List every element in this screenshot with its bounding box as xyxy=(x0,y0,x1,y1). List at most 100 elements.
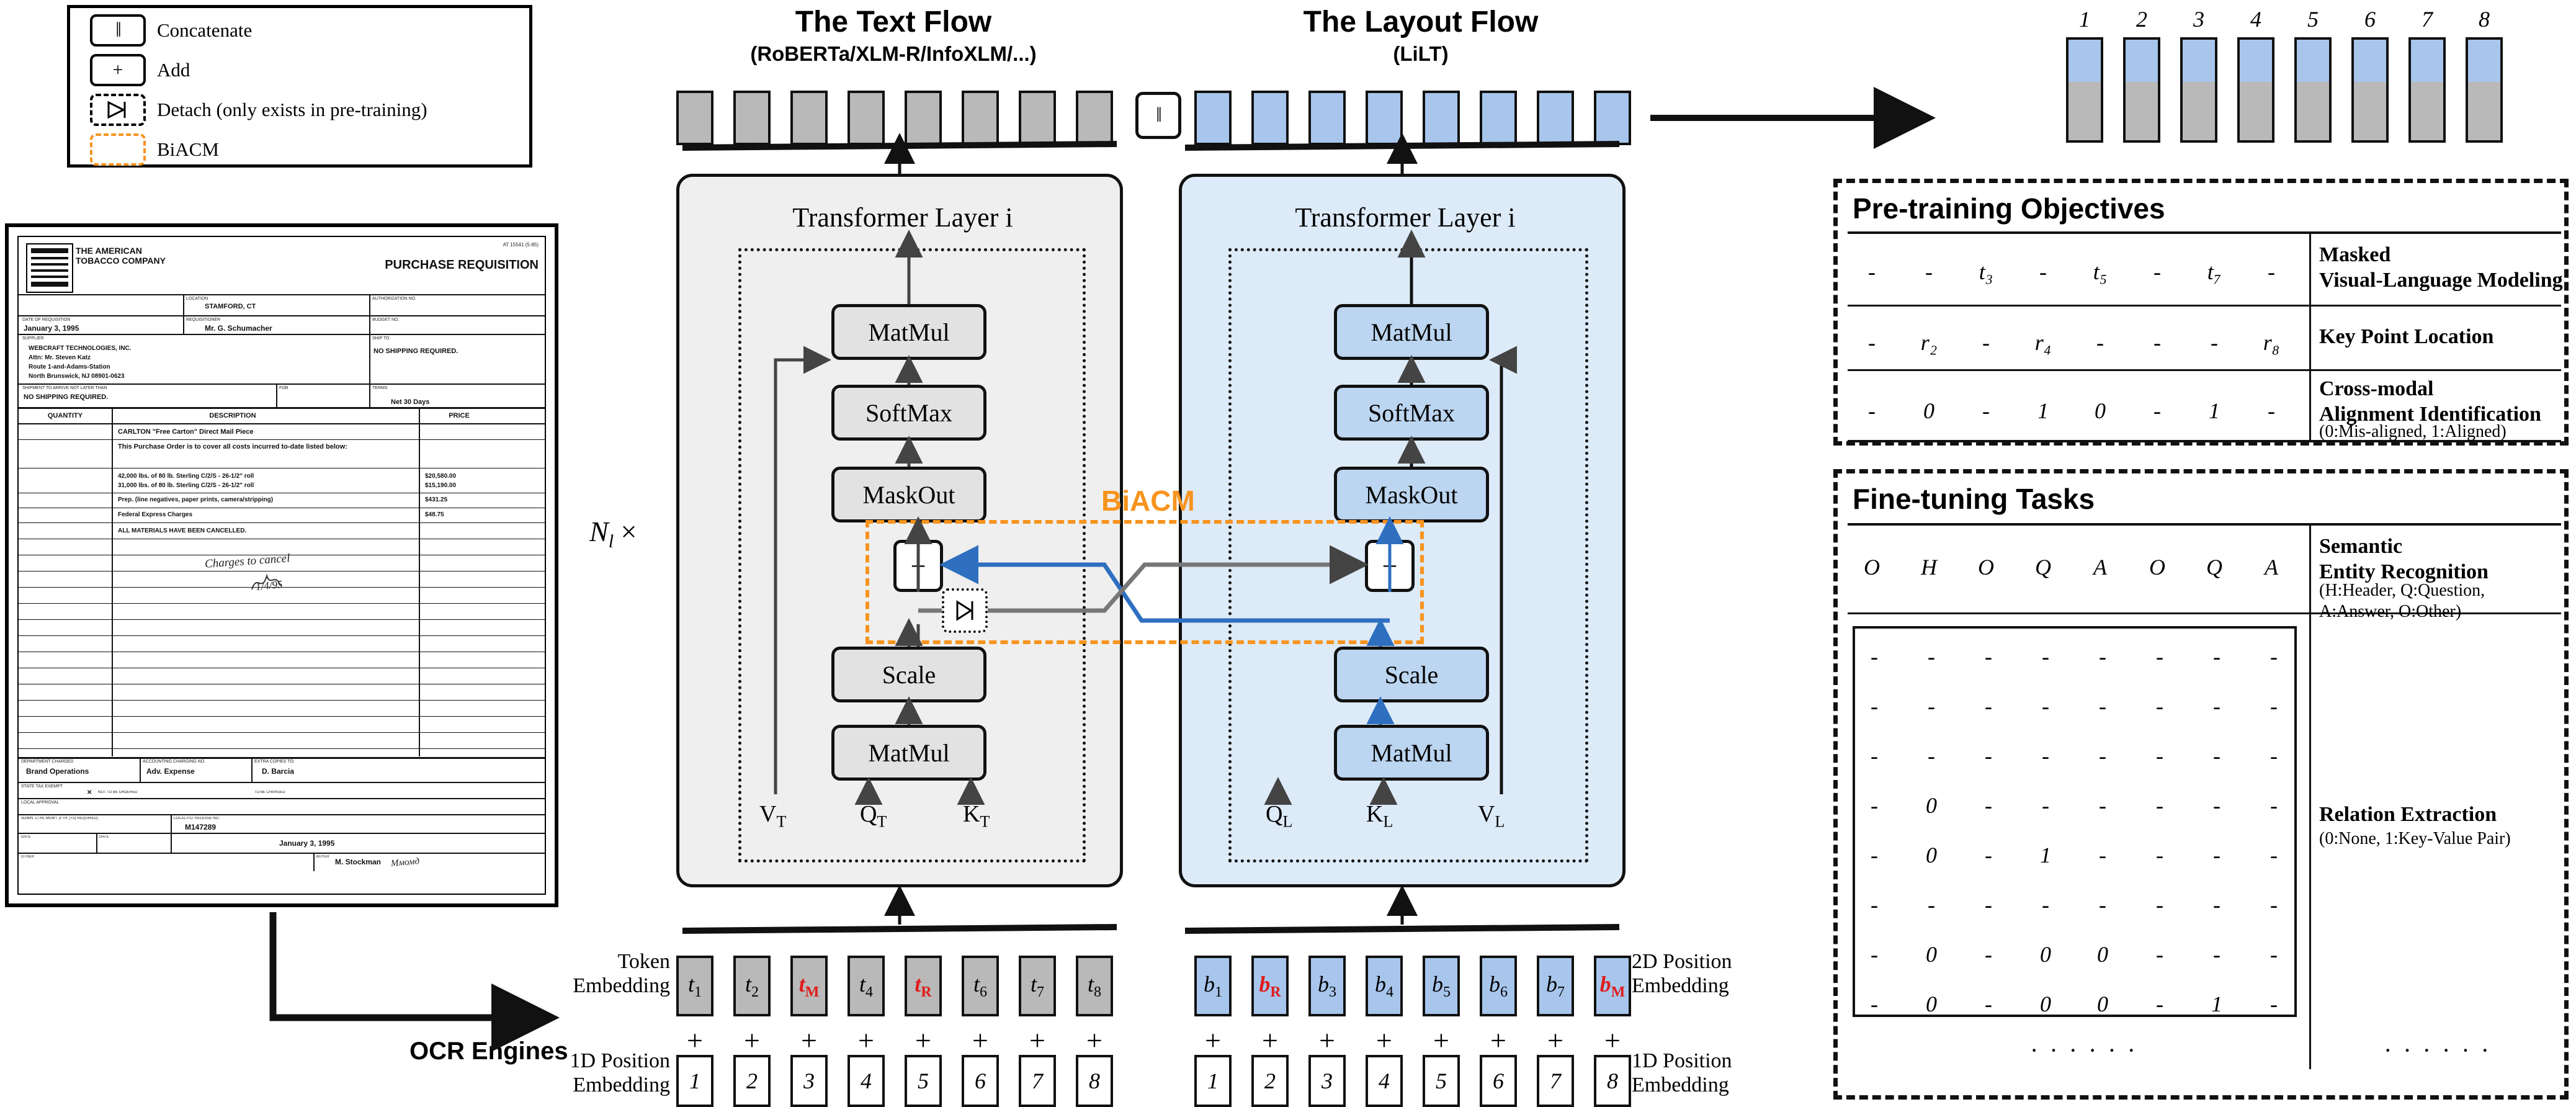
plus-text-2: + xyxy=(744,1024,760,1056)
ser-cell: O xyxy=(1864,555,1880,580)
pretraining-cell: 1 xyxy=(2209,398,2220,423)
text-layer-title-text: Transformer Layer i xyxy=(792,202,1013,233)
text-token-box-7: t7 xyxy=(1019,956,1056,1016)
output-stack-3 xyxy=(2180,37,2217,143)
document-field-label: REQUISITIONER xyxy=(186,318,221,322)
token-label: bM xyxy=(1599,971,1626,1001)
token-label: t8 xyxy=(1087,971,1101,1001)
pretraining-cell: t₃ xyxy=(1979,259,1993,284)
document-field-label: TERMS xyxy=(372,386,388,390)
token-label: tM xyxy=(798,971,820,1001)
re-cell: - xyxy=(2099,843,2106,867)
pretraining-cell: - xyxy=(2211,330,2218,355)
document-buyer-signature: Mмомд xyxy=(390,856,420,869)
text-output-token-5 xyxy=(905,91,942,145)
document-footer-label: LOCAL APPROVAL xyxy=(21,800,60,805)
position-label: 6 xyxy=(975,1069,986,1093)
re-cell: - xyxy=(1985,843,1992,867)
legend-item-biacm: BiACM xyxy=(90,132,529,167)
plus-text-1: + xyxy=(687,1024,703,1056)
layout-matmul-top: MatMul xyxy=(1334,304,1489,360)
token-label: t4 xyxy=(859,971,873,1001)
document-row-desc: Federal Express Charges xyxy=(118,511,193,518)
pretraining-row-label: Cross-modal Alignment Identification xyxy=(2319,377,2541,426)
layout-output-token-3 xyxy=(1308,91,1346,145)
stack-layout-part xyxy=(2297,40,2329,84)
re-cell: - xyxy=(2270,843,2278,867)
layout-pos-box-5: 5 xyxy=(1423,1055,1460,1107)
output-index-5: 5 xyxy=(2307,7,2319,32)
document-field-label: BUDGET NO. xyxy=(372,318,400,322)
re-label: Relation Extraction xyxy=(2319,803,2497,826)
re-cell: - xyxy=(2213,892,2220,917)
biacm-region-box xyxy=(865,520,1424,644)
re-cell: - xyxy=(2213,793,2220,818)
stack-layout-part xyxy=(2183,40,2215,84)
re-cell: - xyxy=(2156,644,2163,669)
text-token-box-8: t8 xyxy=(1076,956,1113,1016)
output-stack-8 xyxy=(2466,37,2503,143)
plus-text-3: + xyxy=(801,1024,817,1056)
re-cell: - xyxy=(1928,694,1935,719)
document-arrival: NO SHIPPING REQUIRED. xyxy=(24,393,109,401)
re-cell: - xyxy=(1871,644,1878,669)
legend-label-concatenate: Concatenate xyxy=(157,19,253,41)
output-index-3: 3 xyxy=(2193,7,2204,32)
re-cell: - xyxy=(1871,992,1878,1016)
position-label: 6 xyxy=(1493,1069,1504,1093)
layout-input-k: KL xyxy=(1366,801,1393,831)
text-pos-box-8: 8 xyxy=(1076,1055,1113,1107)
output-stack-5 xyxy=(2294,37,2332,143)
plus-layout-3: + xyxy=(1319,1024,1335,1056)
biacm-label: BiACM xyxy=(1101,485,1195,517)
position-label: 3 xyxy=(1322,1069,1333,1093)
document-footer-value: Brand Operations xyxy=(26,767,89,776)
finetuning-title: Fine-tuning Tasks xyxy=(1853,483,2095,515)
plus-text-7: + xyxy=(1029,1024,1045,1056)
position-label: 5 xyxy=(918,1069,929,1093)
document-footer-label: DATE xyxy=(99,835,109,839)
re-cell: - xyxy=(2156,793,2163,818)
re-cell: - xyxy=(2156,892,2163,917)
pretraining-cell: - xyxy=(2268,398,2275,423)
plus-layout-4: + xyxy=(1376,1024,1392,1056)
text-token-box-3: tM xyxy=(790,956,828,1016)
re-cell: - xyxy=(1928,892,1935,917)
re-cell: - xyxy=(2213,843,2220,867)
text-scale: Scale xyxy=(831,647,986,702)
document-signature-mark xyxy=(251,573,281,590)
re-cell: - xyxy=(1871,694,1878,719)
position-label: 4 xyxy=(861,1069,872,1093)
layout-maskout: MaskOut xyxy=(1334,467,1489,522)
document-col-qty: QUANTITY xyxy=(47,412,83,419)
layout-matmul-bottom: MatMul xyxy=(1334,725,1489,781)
re-cell: - xyxy=(1928,644,1935,669)
layout-token-box-7: b7 xyxy=(1537,956,1574,1016)
re-cell: - xyxy=(1871,892,1878,917)
position-label: 3 xyxy=(803,1069,815,1093)
output-index-2: 2 xyxy=(2136,7,2147,32)
document-checkbox-mark: ✕ xyxy=(87,789,92,796)
re-cell: - xyxy=(1985,793,1992,818)
text-maskout: MaskOut xyxy=(831,467,986,522)
position-label: 7 xyxy=(1550,1069,1561,1093)
text-output-token-4 xyxy=(847,91,885,145)
document-form-title: PURCHASE REQUISITION xyxy=(385,258,539,272)
document-field-label: SHIPMENT TO ARRIVE NOT LATER THAN xyxy=(22,386,107,390)
re-cell: - xyxy=(2042,694,2049,719)
layout-input-q: QL xyxy=(1266,801,1293,831)
document-footer-label: DATE xyxy=(21,835,31,839)
layout-pos-box-1: 1 xyxy=(1194,1055,1232,1107)
re-cell: - xyxy=(2270,644,2278,669)
concat-glyph: ‖ xyxy=(1156,104,1161,127)
stack-text-part xyxy=(2126,82,2158,140)
output-index-7: 7 xyxy=(2422,7,2433,32)
pretraining-row-label: Key Point Location xyxy=(2319,325,2494,348)
re-cell: 1 xyxy=(2040,843,2051,867)
pretraining-cell: 1 xyxy=(2037,398,2049,423)
stack-text-part xyxy=(2183,82,2215,140)
position-label: 2 xyxy=(746,1069,758,1093)
layout-token-box-8: bM xyxy=(1594,956,1631,1016)
re-cell: - xyxy=(2042,644,2049,669)
document-corner-code: AT 15541 (5-85) xyxy=(503,242,539,248)
